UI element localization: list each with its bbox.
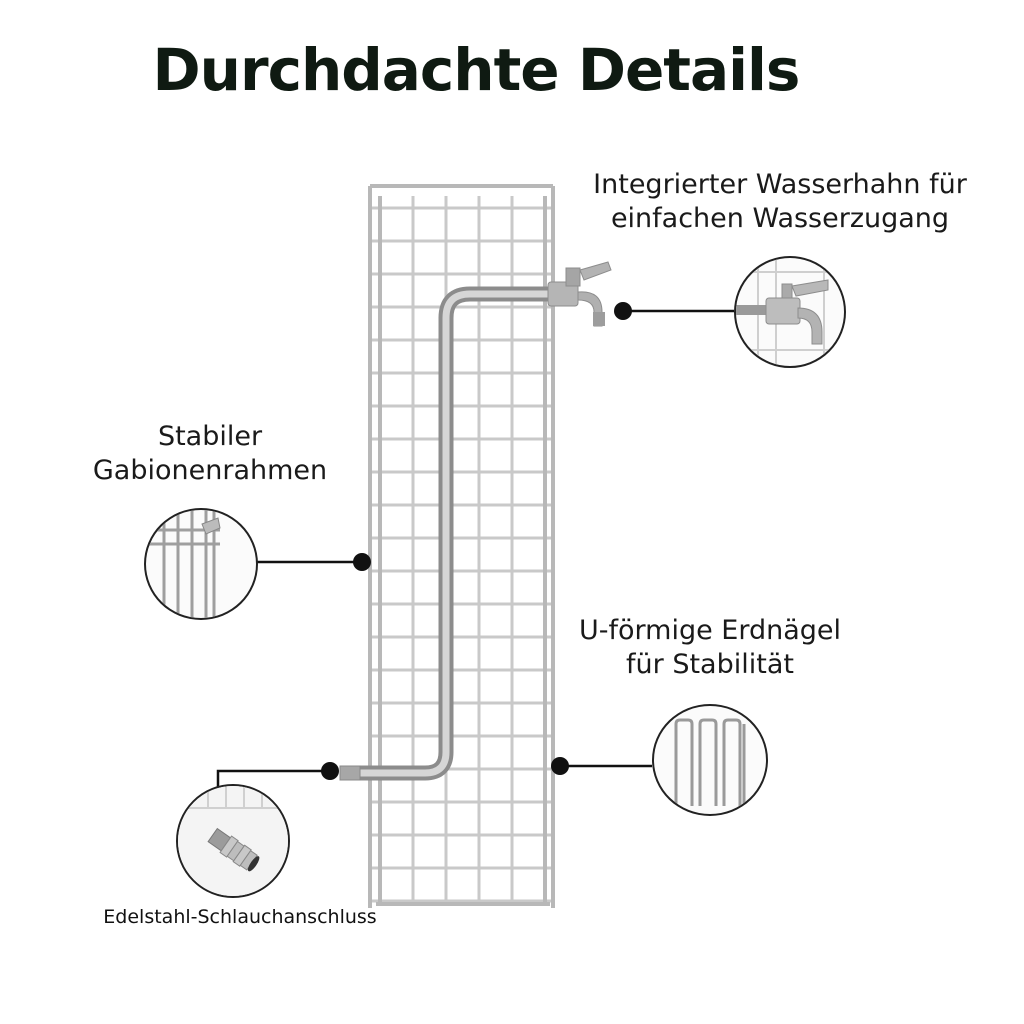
faucet-callout-line2: einfachen Wasserzugang bbox=[610, 203, 950, 234]
hose-callout-label: Edelstahl-Schlauchanschluss bbox=[103, 906, 377, 928]
faucet-icon bbox=[547, 261, 612, 327]
faucet-closeup-icon bbox=[734, 256, 846, 368]
frame-callout-line1: Stabiler bbox=[157, 421, 263, 452]
u-stakes-icon bbox=[652, 704, 768, 816]
stakes-callout-line2: für Stabilität bbox=[626, 649, 794, 680]
frame-closeup-icon bbox=[144, 508, 258, 620]
faucet-callout-label: Integrierter Wasserhahn für einfachen Wa… bbox=[560, 168, 1000, 236]
page-title: Durchdachte Details bbox=[152, 36, 801, 104]
stakes-callout-label: U-förmige Erdnägel für Stabilität bbox=[540, 614, 880, 682]
faucet-callout-line1: Integrierter Wasserhahn für bbox=[593, 169, 967, 200]
frame-callout-line2: Gabionenrahmen bbox=[92, 455, 328, 486]
frame-callout-label: Stabiler Gabionenrahmen bbox=[60, 420, 360, 488]
hose-connector-icon bbox=[176, 784, 290, 898]
stakes-callout-line1: U-förmige Erdnägel bbox=[578, 615, 842, 646]
